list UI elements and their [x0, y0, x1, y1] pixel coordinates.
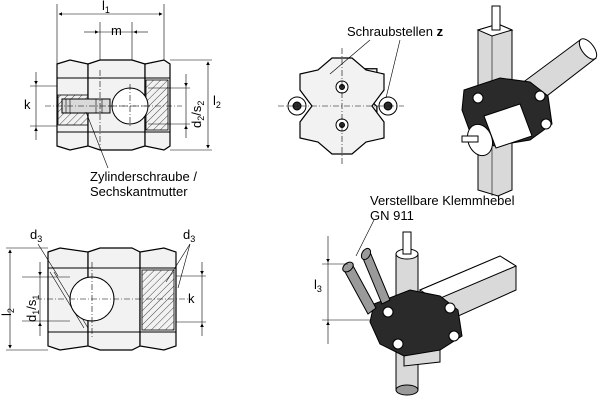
side-view-top	[30, 4, 212, 169]
dim-l2-top-label: l2	[213, 93, 221, 111]
dim-k-bottom-label: k	[188, 291, 195, 306]
callout-schraubstellen: Schraubstellen z	[347, 24, 444, 39]
dim-d1s1-label: d1/s1	[24, 294, 41, 322]
callout-lever-line1: Verstellbare Klemmhebel	[370, 193, 515, 208]
iso-clamp-top	[461, 5, 598, 197]
dim-l3-label: l3	[314, 277, 322, 295]
front-view-cross	[278, 39, 404, 166]
dim-l1-label: l1	[102, 0, 110, 15]
dim-d3-right-label: d3	[183, 227, 196, 245]
dim-l2-bottom-label: l2	[0, 308, 16, 316]
callout-lever-line2: GN 911	[370, 208, 414, 223]
dim-m-label: m	[111, 23, 122, 38]
callout-screw-line2: Sechskantmutter	[90, 184, 188, 199]
callout-screw-line1: Zylinderschraube /	[90, 169, 197, 184]
dim-k-top-label: k	[24, 97, 31, 112]
side-view-bottom	[6, 243, 206, 351]
dim-d2s2-label: d2/s2	[189, 100, 206, 128]
iso-clamp-bottom	[322, 219, 518, 396]
dim-d3-left-label: d3	[30, 227, 43, 245]
